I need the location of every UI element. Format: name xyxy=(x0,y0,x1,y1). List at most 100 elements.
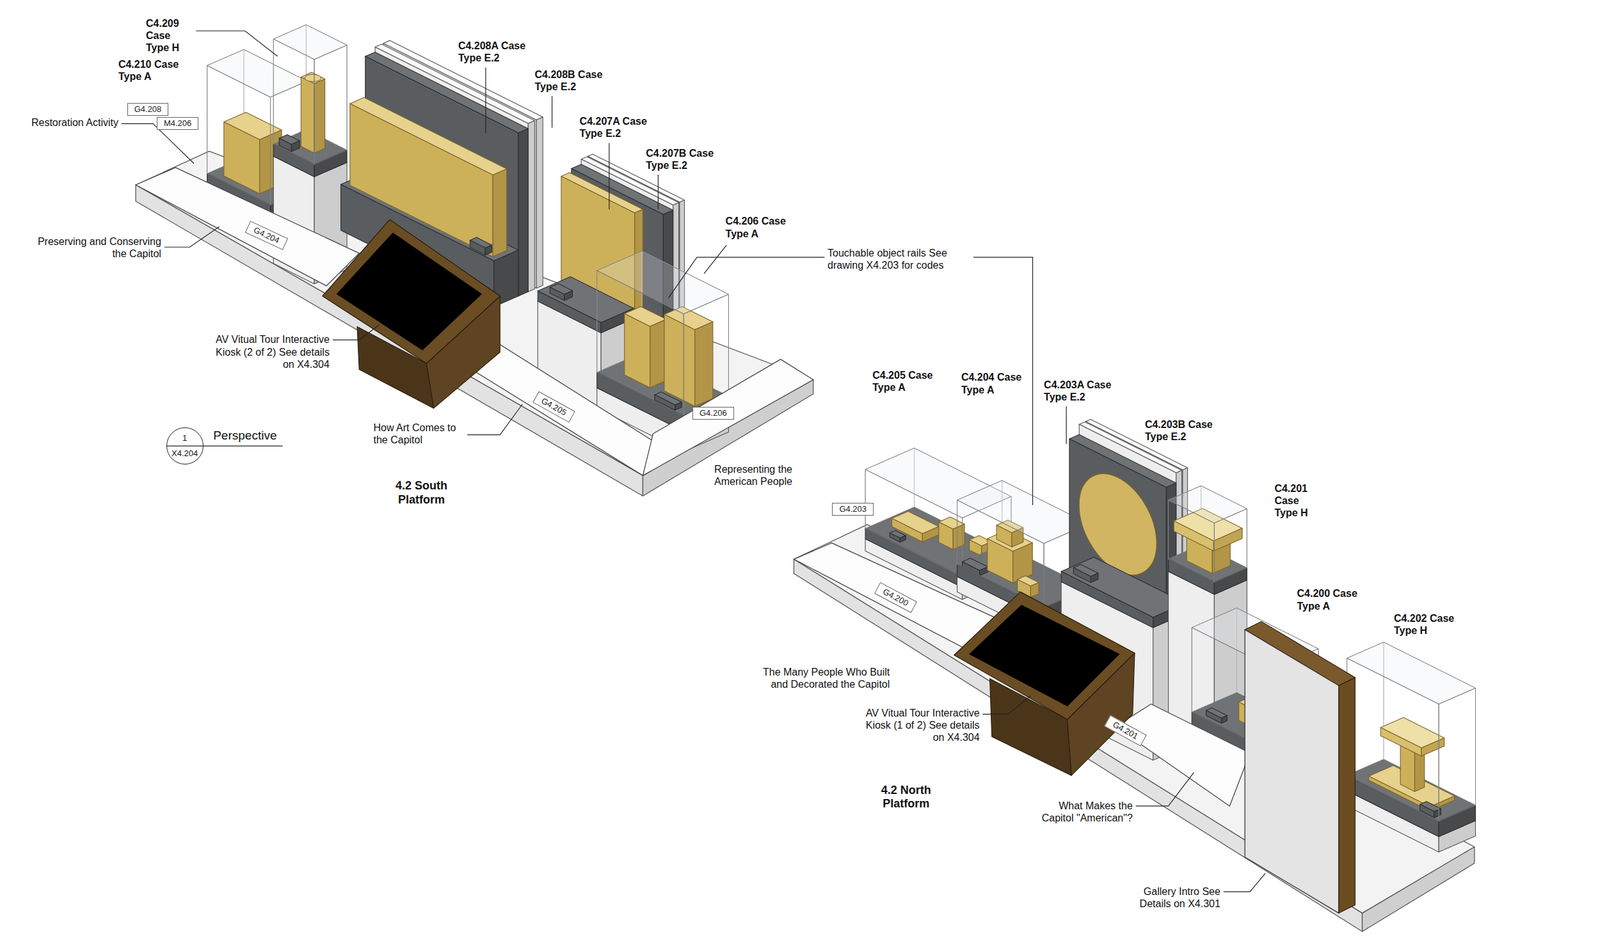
solid-box xyxy=(350,97,507,257)
box-front xyxy=(469,240,486,256)
case-callout: C4.200 Case Type A xyxy=(1297,587,1369,612)
box-front xyxy=(279,138,292,152)
reference-circle: 1X4.204 xyxy=(166,427,204,465)
leader-line xyxy=(164,226,220,248)
kiosk-frame xyxy=(322,219,500,364)
box-front xyxy=(969,540,982,557)
box-side xyxy=(1090,573,1098,584)
leader-line xyxy=(485,67,486,134)
object-rail xyxy=(135,167,360,287)
callout-label: How Art Comes to the Capitol xyxy=(373,421,466,447)
leader-line xyxy=(982,696,1031,715)
box-front xyxy=(537,291,601,333)
platform-title: 4.2 North Platform xyxy=(865,784,948,812)
glass-front xyxy=(1168,500,1215,583)
box-front xyxy=(938,522,953,550)
node-text: G4.204 xyxy=(252,225,281,246)
node-text: G4.201 xyxy=(1111,719,1140,742)
case-callout: C4.209 Case Type H xyxy=(145,17,192,55)
platform-title: 4.2 South Platform xyxy=(380,479,463,507)
solid-box xyxy=(224,112,282,194)
kiosk-screen xyxy=(336,232,482,351)
box-front xyxy=(624,313,651,388)
solid-box xyxy=(938,517,965,550)
box-side xyxy=(922,526,939,543)
leader-line xyxy=(332,324,380,340)
case-callout: C4.208A Case Type E.2 xyxy=(458,39,541,64)
solid-box xyxy=(889,530,906,543)
solid-box xyxy=(654,392,682,411)
callout-label: Touchable object rails See drawing X4.20… xyxy=(827,247,971,272)
callout-label: Preserving and Conserving the Capitol xyxy=(30,235,162,260)
case-callout: C4.207B Case Type E.2 xyxy=(645,147,728,172)
case-callout: C4.203B Case Type E.2 xyxy=(1144,418,1227,443)
box-side xyxy=(314,78,326,153)
platform-front xyxy=(793,559,1362,932)
node-text: 1 xyxy=(182,433,187,444)
box-front xyxy=(549,287,564,301)
case-callout: C4.202 Case Type H xyxy=(1393,612,1466,637)
box-side xyxy=(314,150,347,177)
box-front xyxy=(224,121,260,194)
glass-case xyxy=(1347,642,1476,822)
exhibit-illustration xyxy=(135,24,1476,932)
glass-front xyxy=(957,500,1045,608)
box-side xyxy=(1438,805,1476,838)
graphic-tag: G4.201 xyxy=(1104,714,1147,747)
solid-box xyxy=(279,135,300,152)
box-front xyxy=(350,103,493,257)
glass-top xyxy=(1347,642,1476,705)
box-side xyxy=(518,128,528,297)
callout-label: AV Vitual Tour Interactive Kiosk (2 of 2… xyxy=(209,333,330,371)
callout-label: Gallery Intro See Details on X4.301 xyxy=(1112,885,1221,911)
glass-front xyxy=(273,39,315,165)
box-side xyxy=(1214,568,1247,595)
glass-front xyxy=(207,65,271,205)
box-front xyxy=(1073,567,1091,583)
box-front xyxy=(962,561,980,576)
box-side xyxy=(536,117,543,289)
box-front xyxy=(996,525,1012,548)
box-front xyxy=(1061,571,1153,628)
case-callout: C4.201 Case Type H xyxy=(1274,482,1316,520)
box-side xyxy=(528,120,535,293)
solid-box xyxy=(624,306,667,388)
callout-label: AV Vitual Tour Interactive Kiosk (1 of 2… xyxy=(860,707,980,745)
leader-line xyxy=(657,174,659,210)
leader-line xyxy=(1136,772,1195,807)
solid-box xyxy=(469,237,492,256)
kiosk-screen xyxy=(969,605,1120,707)
kiosk-frame xyxy=(954,592,1135,720)
glass-case xyxy=(597,250,729,416)
node-text: G4.208 xyxy=(134,104,162,114)
node-text: X4.204 xyxy=(171,448,198,459)
leader-line xyxy=(704,245,727,274)
object-rail xyxy=(1115,704,1250,807)
node-text: M4.206 xyxy=(163,118,192,128)
callout-label: The Many People Who Built and Decorated … xyxy=(750,666,890,691)
box-side xyxy=(485,245,492,256)
column-top xyxy=(304,74,322,82)
box-front xyxy=(300,76,315,153)
glass-front xyxy=(865,469,962,578)
box-side xyxy=(675,402,682,411)
solid-box xyxy=(664,306,713,407)
solid-box xyxy=(549,283,573,301)
glass-top xyxy=(1168,485,1248,523)
leader-line xyxy=(1066,406,1067,445)
graphic-tag: G4.204 xyxy=(244,221,288,251)
case-callout: C4.206 Case Type A xyxy=(725,215,798,240)
solid-box xyxy=(1420,801,1442,818)
glass-side xyxy=(314,45,347,166)
leader-line xyxy=(668,257,825,299)
box-front xyxy=(1206,711,1222,724)
graphic-tag: G4.200 xyxy=(874,582,917,614)
box-side xyxy=(899,535,906,543)
solid-box xyxy=(300,72,325,153)
case-callout: C4.204 Case Type A xyxy=(961,371,1025,396)
object-rail xyxy=(642,359,813,477)
intro-panel xyxy=(1244,629,1339,914)
box-front xyxy=(1173,520,1214,552)
